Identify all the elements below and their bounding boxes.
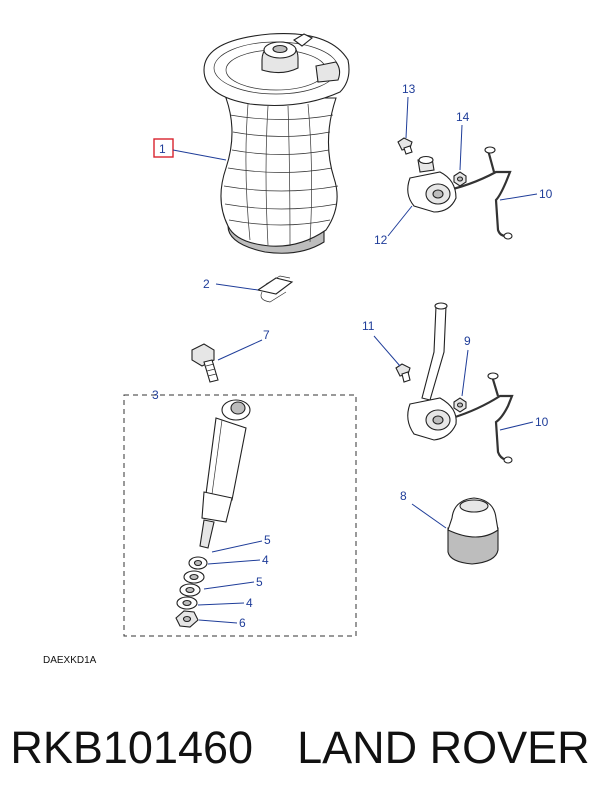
- drawing-code: DAEXKD1A: [43, 655, 97, 666]
- callout-12: 12: [374, 233, 388, 247]
- nut-9: [453, 397, 467, 413]
- callout-14: 14: [456, 110, 470, 124]
- bolt-13: [397, 137, 413, 155]
- air-spring: [203, 32, 350, 254]
- callout-10a: 10: [539, 187, 553, 201]
- washer-stack: [175, 556, 208, 628]
- callout-8: 8: [400, 489, 407, 503]
- callout-5a: 5: [264, 533, 271, 547]
- callout-5b: 5: [256, 575, 263, 589]
- callout-4b: 4: [246, 596, 253, 610]
- bump-stop: [447, 497, 499, 565]
- lower-valve-assembly: [407, 302, 514, 464]
- parts-diagram: 1 2 7 3 5: [43, 32, 553, 666]
- shock-absorber-kit-boundary: [123, 394, 357, 637]
- callout-3: 3: [152, 388, 159, 402]
- callout-11: 11: [362, 319, 375, 333]
- shock-absorber: [199, 399, 251, 549]
- callout-1-highlight: [153, 138, 174, 158]
- callout-2: 2: [203, 277, 210, 291]
- callout-7: 7: [263, 328, 270, 342]
- upper-valve-assembly: [407, 146, 513, 240]
- part-number: RKB101460: [10, 722, 254, 773]
- retaining-clip: [256, 275, 294, 303]
- callout-9: 9: [464, 334, 471, 348]
- nut-14: [453, 171, 467, 187]
- callout-1: 1: [159, 142, 166, 156]
- bolt-11: [395, 363, 411, 383]
- callout-6: 6: [239, 616, 246, 630]
- bolt: [191, 343, 219, 383]
- callout-13: 13: [402, 82, 416, 96]
- part-caption: RKB101460 LAND ROVER: [0, 708, 600, 788]
- brand-name: LAND ROVER: [297, 722, 590, 773]
- callout-10b: 10: [535, 415, 549, 429]
- callout-4a: 4: [262, 553, 269, 567]
